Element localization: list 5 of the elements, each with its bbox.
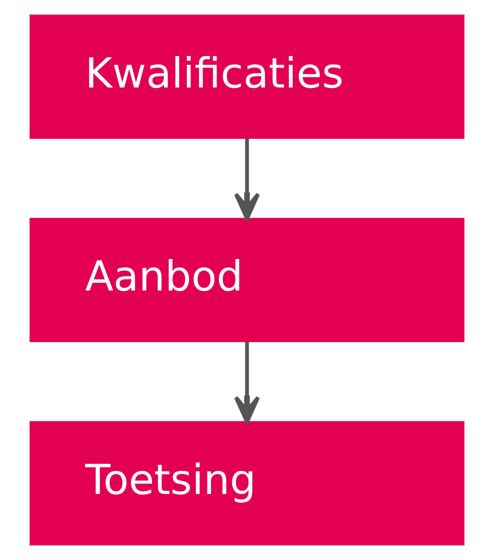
arrow	[234, 138, 260, 221]
node-box: Kwalificaties	[29, 14, 464, 139]
node-box: Aanbod	[29, 218, 464, 342]
node-box: Toetsing	[29, 421, 464, 546]
arrow	[234, 341, 260, 424]
